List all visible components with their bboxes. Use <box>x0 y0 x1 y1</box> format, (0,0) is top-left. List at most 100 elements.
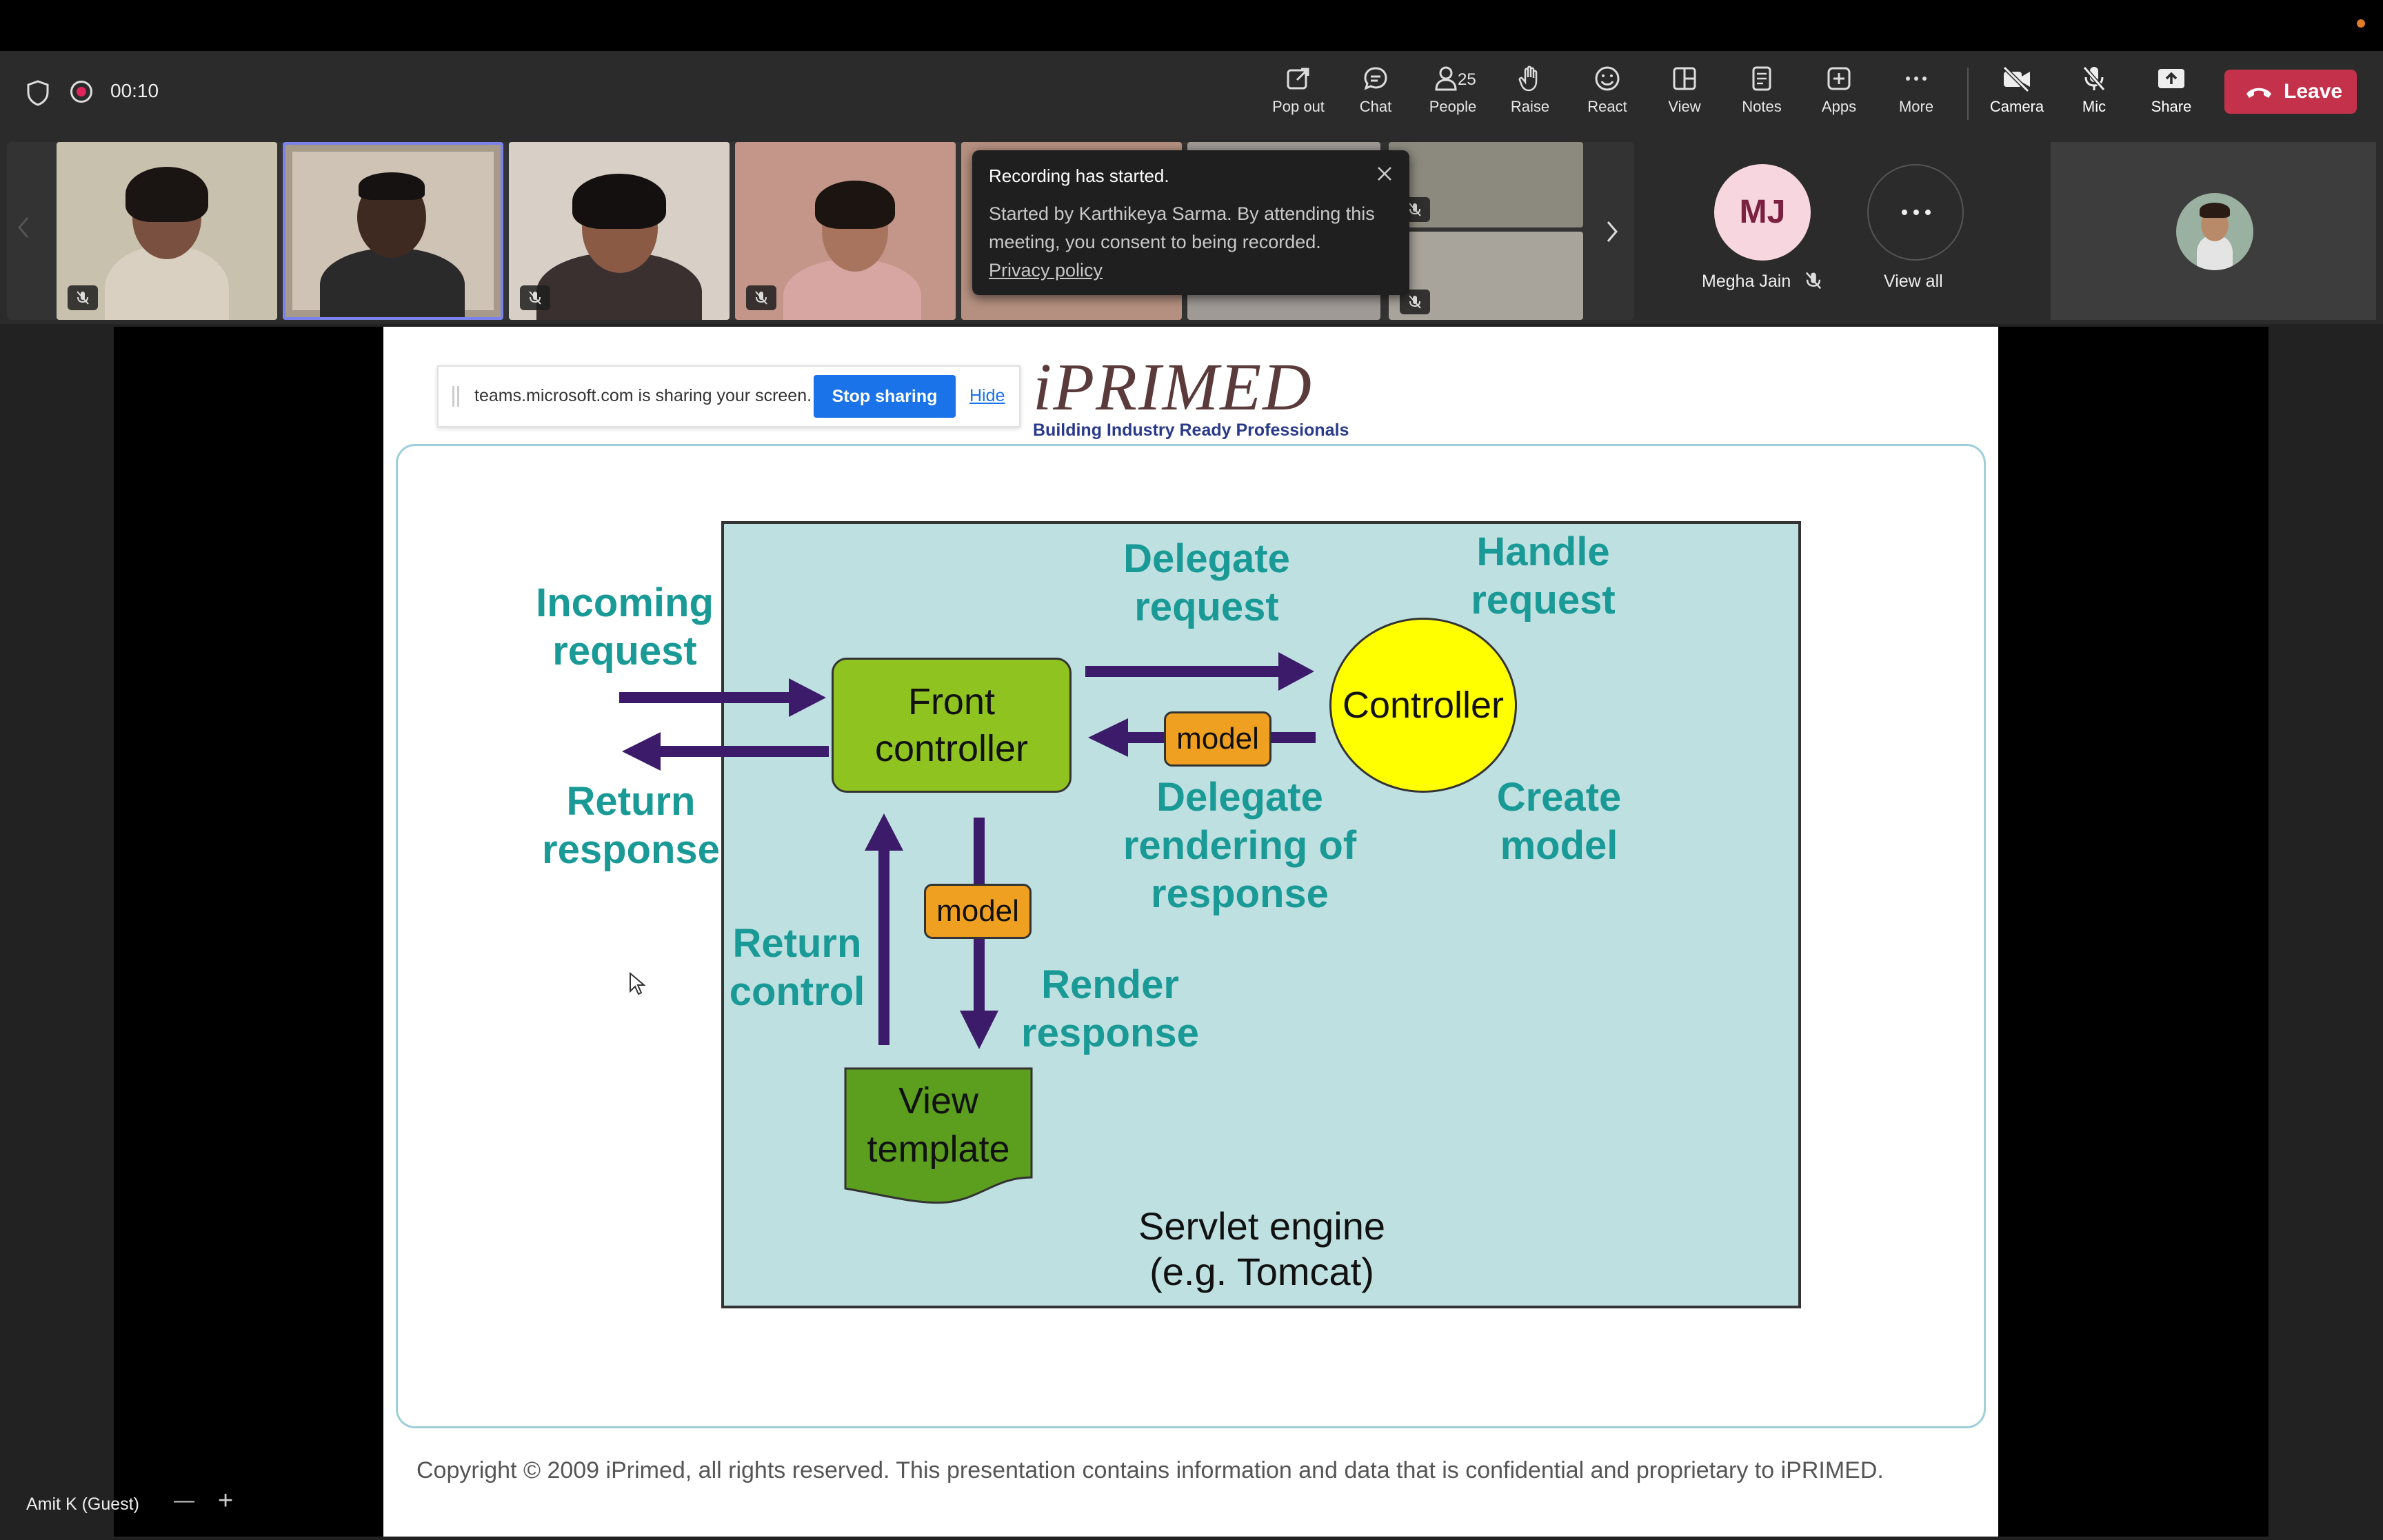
apps-label: Apps <box>1821 98 1857 115</box>
avatar <box>2176 193 2253 270</box>
record-icon <box>70 81 92 103</box>
react-icon <box>1595 66 1620 91</box>
drag-handle[interactable] <box>452 386 459 407</box>
more-icon <box>1906 77 1927 81</box>
hide-link[interactable]: Hide <box>969 386 1005 405</box>
share-message: teams.microsoft.com is sharing your scre… <box>474 386 812 405</box>
incoming-arrow <box>619 692 792 703</box>
front-controller-label: Front controller <box>874 681 1029 769</box>
mic-off-icon <box>1409 203 1421 216</box>
self-view <box>2051 142 2376 320</box>
copyright-text: Copyright © 2009 iPrimed, all rights res… <box>416 1457 1884 1483</box>
notes-label: Notes <box>1742 98 1782 115</box>
incoming-request-label: Incoming request <box>536 580 714 673</box>
window-top-bar <box>0 0 2383 51</box>
muted-badge <box>746 285 776 310</box>
shield-icon <box>26 80 50 110</box>
model-box: model <box>924 884 1032 939</box>
self-name-label: Amit K (Guest) <box>26 1495 139 1514</box>
create-model-label: Create model <box>1496 775 1622 868</box>
camera-label: Camera <box>1989 98 2044 115</box>
stop-sharing-button[interactable]: Stop sharing <box>814 375 956 418</box>
zoom-in-button[interactable]: + <box>218 1486 234 1515</box>
meeting-toolbar: 00:10 Pop out Chat 25 People Raise React… <box>0 51 2383 138</box>
camera-button[interactable]: Camera <box>1979 65 2055 134</box>
mic-off-icon <box>77 291 89 305</box>
participant-tile[interactable] <box>509 142 730 320</box>
render-response-label: Render response <box>1021 962 1199 1055</box>
share-icon <box>2158 69 2184 88</box>
delegate-arrow <box>1085 666 1283 677</box>
pop-out-label: Pop out <box>1272 98 1325 115</box>
return-arrow <box>661 746 829 757</box>
view-template-box: View template <box>844 1067 1033 1205</box>
react-button[interactable]: React <box>1569 65 1645 134</box>
return-control-arrow <box>878 848 889 1045</box>
arrow-head <box>789 678 826 717</box>
view-label: View <box>1668 98 1701 115</box>
participant-tile[interactable] <box>1389 142 1583 227</box>
notes-button[interactable]: Notes <box>1724 65 1800 134</box>
participant-tile[interactable] <box>735 142 956 320</box>
front-controller-box: Front controller <box>832 658 1072 793</box>
model-label: model <box>1176 722 1259 756</box>
mic-button[interactable]: Mic <box>2056 65 2132 134</box>
mic-off-icon <box>755 291 767 305</box>
tomcat-label: (e.g. Tomcat) <box>1149 1250 1374 1293</box>
delegate-rendering-label: Delegate rendering of response <box>1123 775 1357 916</box>
logo-tagline: Building Industry Ready Professionals <box>1033 421 1349 440</box>
arrow-head <box>1088 718 1128 757</box>
chat-button[interactable]: Chat <box>1338 65 1414 134</box>
chat-label: Chat <box>1359 98 1392 115</box>
close-icon[interactable] <box>1375 164 1394 187</box>
recording-toast: Recording has started. Started by Karthi… <box>972 150 1409 295</box>
pop-out-button[interactable]: Pop out <box>1260 65 1336 134</box>
toast-body: Started by Karthikeya Sarma. By attendin… <box>989 203 1375 252</box>
participant-tile[interactable] <box>1389 232 1583 320</box>
arrow-head <box>960 1011 998 1049</box>
participant-tile[interactable] <box>57 142 277 320</box>
controller-label: Controller <box>1342 685 1505 726</box>
raise-hand-button[interactable]: Raise <box>1492 65 1568 134</box>
muted-badge <box>520 285 550 310</box>
people-button[interactable]: 25 People <box>1415 65 1491 134</box>
logo-text: iPRIMED <box>1033 350 1313 425</box>
raise-hand-icon <box>1518 65 1538 92</box>
arrow-head <box>865 813 903 851</box>
arrow-head <box>1278 652 1314 691</box>
zoom-out-button[interactable]: — <box>174 1489 194 1512</box>
view-all-button[interactable] <box>1867 164 1964 261</box>
megha-avatar[interactable]: MJ <box>1714 164 1811 261</box>
people-count: 25 <box>1458 70 1476 89</box>
leave-button[interactable]: Leave <box>2224 70 2357 114</box>
chat-icon <box>1364 67 1387 90</box>
status-dot <box>2357 19 2365 28</box>
mic-label: Mic <box>2082 98 2107 115</box>
more-button[interactable]: More <box>1878 65 1954 134</box>
model-label: model <box>936 894 1019 928</box>
people-icon <box>1435 66 1457 91</box>
chevron-left-icon[interactable] <box>15 214 32 245</box>
view-button[interactable]: View <box>1647 65 1722 134</box>
iprimed-logo: iPRIMED Building Industry Ready Professi… <box>1030 343 1354 444</box>
view-all-label[interactable]: View all <box>1884 272 1943 291</box>
mic-off-icon <box>1409 295 1421 309</box>
chevron-right-icon[interactable] <box>1604 218 1620 249</box>
screen-share-bar: teams.microsoft.com is sharing your scre… <box>437 365 1020 427</box>
toast-title: Recording has started. <box>989 165 1169 186</box>
share-button[interactable]: Share <box>2133 65 2209 134</box>
return-control-label: Return control <box>729 921 865 1014</box>
active-speaker-tile[interactable] <box>283 142 503 320</box>
arrow-head <box>622 732 661 771</box>
more-icon <box>1902 210 1931 215</box>
phone-icon <box>2246 88 2271 98</box>
notes-icon <box>1752 66 1771 91</box>
apps-button[interactable]: Apps <box>1801 65 1877 134</box>
delegate-request-label: Delegate request <box>1123 536 1290 629</box>
react-label: React <box>1587 98 1627 115</box>
mic-off-icon <box>2082 66 2106 91</box>
privacy-policy-link[interactable]: Privacy policy <box>989 260 1103 281</box>
raise-label: Raise <box>1510 98 1550 115</box>
apps-icon <box>1827 67 1851 90</box>
view-icon <box>1673 67 1696 90</box>
